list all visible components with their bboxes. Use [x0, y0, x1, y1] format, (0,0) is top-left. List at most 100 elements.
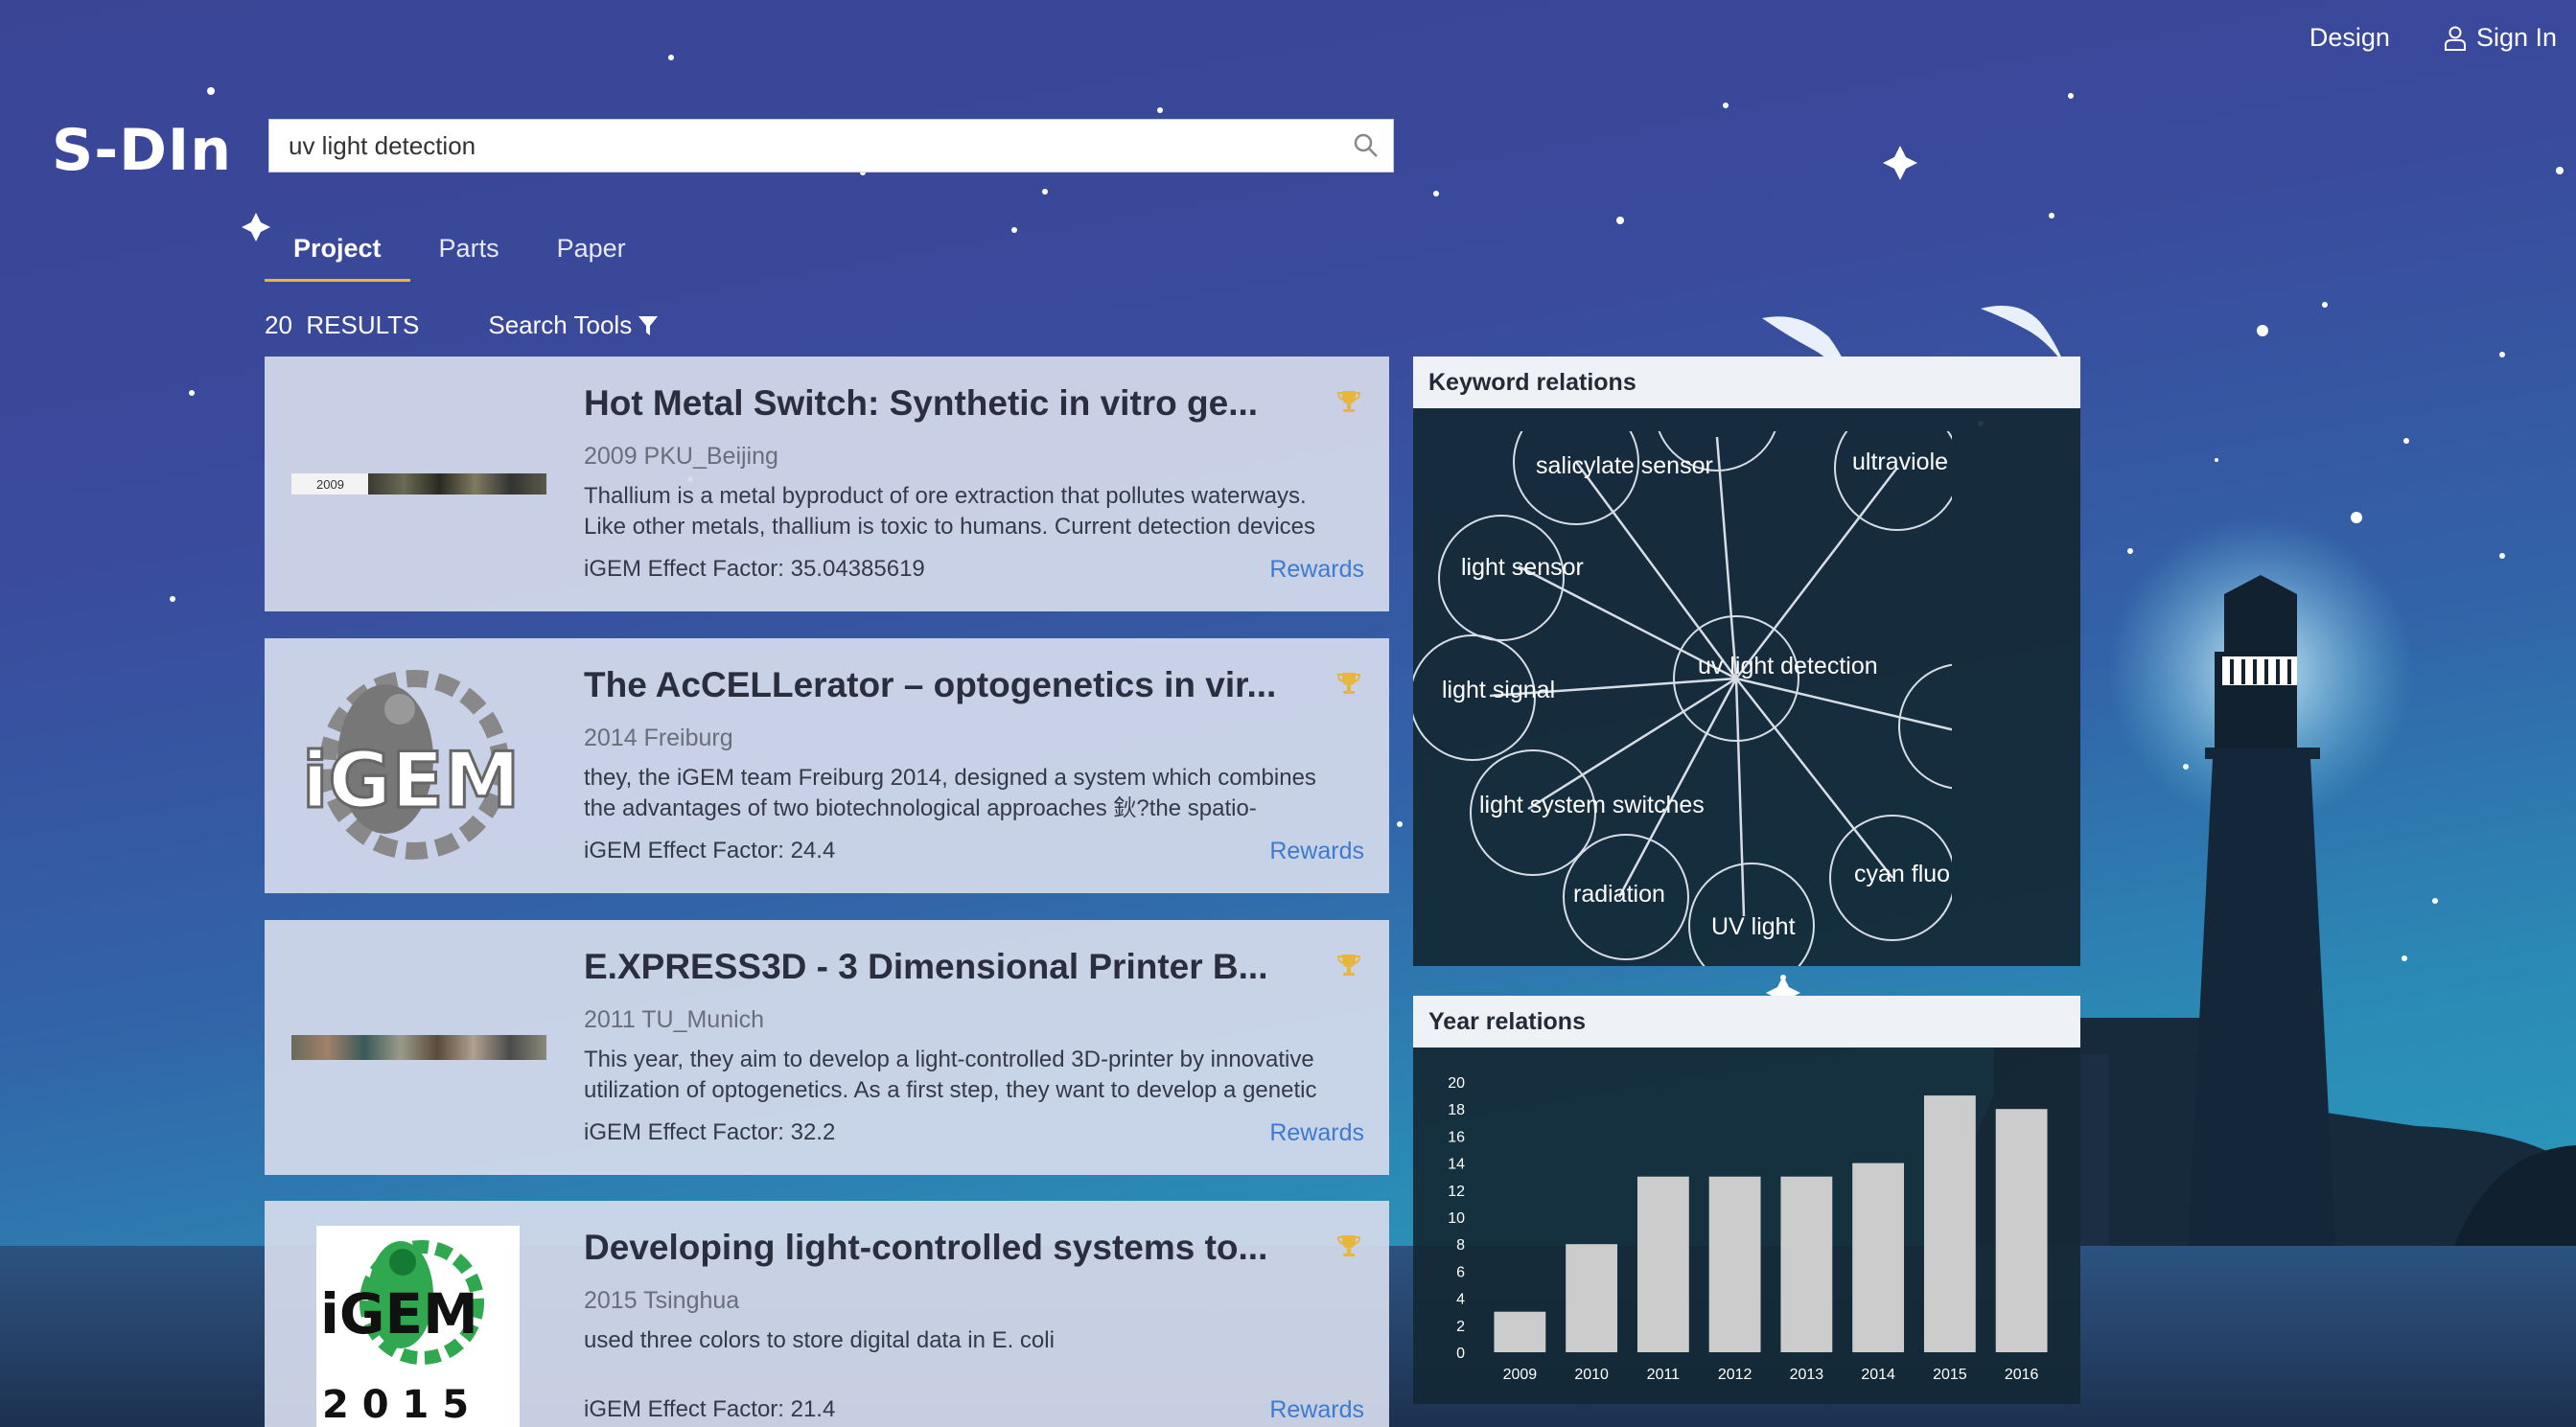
y-tick-label: 12 [1448, 1184, 1465, 1200]
keyword-graph: uv light detection salicylate sensor ult… [1413, 408, 2080, 968]
sign-in-label: Sign In [2475, 23, 2557, 52]
result-card[interactable]: iGEM The AcCELLerator – optogenetics in … [265, 638, 1389, 893]
project-description: This year, they aim to develop a light-c… [584, 1047, 1317, 1103]
x-tick-label: 2010 [1574, 1367, 1609, 1383]
igem-logo-text: iGEM [320, 1281, 478, 1346]
search-tools-button[interactable]: Search Tools [488, 311, 659, 340]
design-label: Design [2309, 23, 2390, 52]
year-bar-2013[interactable] [1780, 1176, 1833, 1352]
y-tick-label: 4 [1456, 1292, 1465, 1308]
project-title[interactable]: E.XPRESS3D - 3 Dimensional Printer B... [584, 947, 1268, 986]
rewards-link[interactable]: Rewards [1269, 1396, 1364, 1423]
y-tick-label: 2 [1456, 1319, 1465, 1335]
results-count-group: 20 RESULTS [265, 311, 419, 340]
year-bar-2015[interactable] [1923, 1095, 1976, 1352]
project-title[interactable]: Developing light-controlled systems to..… [584, 1228, 1268, 1267]
igem-logo-text: iGEM [302, 736, 520, 825]
keyword-panel-title: Keyword relations [1413, 357, 2080, 408]
x-tick-label: 2009 [1503, 1367, 1538, 1383]
project-thumbnail: iGEM 2 0 1 5 [316, 1226, 520, 1427]
design-link[interactable]: Design [2309, 23, 2390, 53]
top-nav: Design Sign In [2309, 23, 2557, 53]
tab-parts[interactable]: Parts [438, 234, 499, 263]
effect-factor: iGEM Effect Factor: 32.2 [584, 1119, 836, 1145]
keyword-relations-panel: Keyword relations [1413, 357, 2080, 968]
banner-image: 2009 [291, 473, 546, 495]
search-button[interactable] [1339, 119, 1393, 173]
igem-logo-image: iGEM [301, 670, 522, 860]
results-bar: 20 RESULTS Search Tools [265, 311, 659, 340]
effect-factor: iGEM Effect Factor: 21.4 [584, 1396, 836, 1422]
year-panel-title: Year relations [1413, 996, 2080, 1047]
keyword-node[interactable]: ultraviole [1852, 449, 1948, 475]
project-thumbnail [290, 945, 548, 1150]
search-icon [1354, 133, 1378, 157]
y-tick-label: 10 [1448, 1210, 1465, 1227]
results-count: 20 [265, 311, 292, 339]
tab-project[interactable]: Project [265, 228, 410, 282]
project-description: used three colors to store digital data … [584, 1327, 1055, 1353]
y-tick-label: 16 [1448, 1129, 1465, 1145]
year-bar-2010[interactable] [1566, 1244, 1618, 1352]
project-description: they, the iGEM team Freiburg 2014, desig… [584, 765, 1316, 821]
keyword-node[interactable]: radiation [1573, 881, 1665, 908]
search-bar [268, 119, 1394, 173]
project-description: Thallium is a metal byproduct of ore ext… [584, 483, 1316, 540]
sign-in-link[interactable]: Sign In [2444, 23, 2557, 53]
year-bar-2012[interactable] [1708, 1176, 1761, 1352]
x-tick-label: 2016 [2005, 1367, 2039, 1383]
trophy-icon [1337, 673, 1360, 694]
keyword-graph-svg: uv light detection salicylate sensor ult… [1413, 431, 1952, 968]
filter-icon [638, 315, 659, 335]
keyword-node[interactable]: light system switches [1479, 792, 1705, 818]
app-logo[interactable]: S-DIn [52, 117, 232, 184]
igem-2015-logo-image: iGEM 2 0 1 5 [320, 1240, 484, 1427]
keyword-center[interactable]: uv light detection [1698, 653, 1878, 679]
project-thumbnail: iGEM [290, 663, 548, 868]
project-meta: 2009 PKU_Beijing [584, 443, 778, 470]
rewards-link[interactable]: Rewards [1269, 838, 1364, 864]
trophy-icon [1337, 391, 1360, 412]
results-label: RESULTS [306, 311, 420, 339]
banner-year: 2009 [291, 473, 368, 495]
y-tick-label: 0 [1456, 1346, 1465, 1362]
user-icon [2444, 26, 2466, 51]
y-tick-label: 6 [1456, 1264, 1465, 1280]
result-card[interactable]: 2009 Hot Metal Switch: Synthetic in vitr… [265, 357, 1389, 611]
x-tick-label: 2011 [1647, 1367, 1681, 1383]
rewards-link[interactable]: Rewards [1269, 556, 1364, 583]
project-meta: 2015 Tsinghua [584, 1287, 740, 1314]
project-thumbnail: 2009 [290, 381, 548, 587]
igem-logo-year: 2 0 1 5 [322, 1383, 469, 1427]
result-card[interactable]: E.XPRESS3D - 3 Dimensional Printer B... … [265, 920, 1389, 1175]
year-bar-2014[interactable] [1852, 1162, 1905, 1352]
y-tick-label: 8 [1456, 1237, 1465, 1254]
keyword-node[interactable]: cyan fluo [1854, 861, 1950, 887]
x-tick-label: 2013 [1790, 1367, 1824, 1383]
search-input[interactable] [269, 130, 1339, 161]
result-card[interactable]: iGEM 2 0 1 5 Developing light-controlled… [265, 1201, 1389, 1427]
project-title[interactable]: The AcCELLerator – optogenetics in vir..… [584, 665, 1277, 704]
keyword-node[interactable]: salicylate sensor [1536, 452, 1713, 479]
effect-factor: iGEM Effect Factor: 35.04385619 [584, 556, 925, 582]
trophy-icon [1337, 1235, 1360, 1256]
tab-paper[interactable]: Paper [556, 234, 626, 263]
banner-image [291, 1035, 546, 1060]
effect-factor: iGEM Effect Factor: 24.4 [584, 838, 836, 863]
keyword-node[interactable]: UV light [1711, 913, 1796, 940]
search-tools-label: Search Tools [488, 311, 633, 339]
x-tick-label: 2012 [1718, 1367, 1752, 1383]
keyword-node[interactable]: light sensor [1461, 554, 1584, 581]
year-bar-2009[interactable] [1494, 1311, 1546, 1352]
trophy-icon [1337, 955, 1360, 976]
x-tick-label: 2015 [1933, 1367, 1967, 1383]
year-bar-2016[interactable] [1995, 1109, 2048, 1352]
project-title[interactable]: Hot Metal Switch: Synthetic in vitro ge.… [584, 383, 1259, 423]
keyword-node[interactable]: light signal [1442, 677, 1555, 703]
rewards-link[interactable]: Rewards [1269, 1119, 1364, 1146]
year-bar-2011[interactable] [1636, 1176, 1689, 1352]
